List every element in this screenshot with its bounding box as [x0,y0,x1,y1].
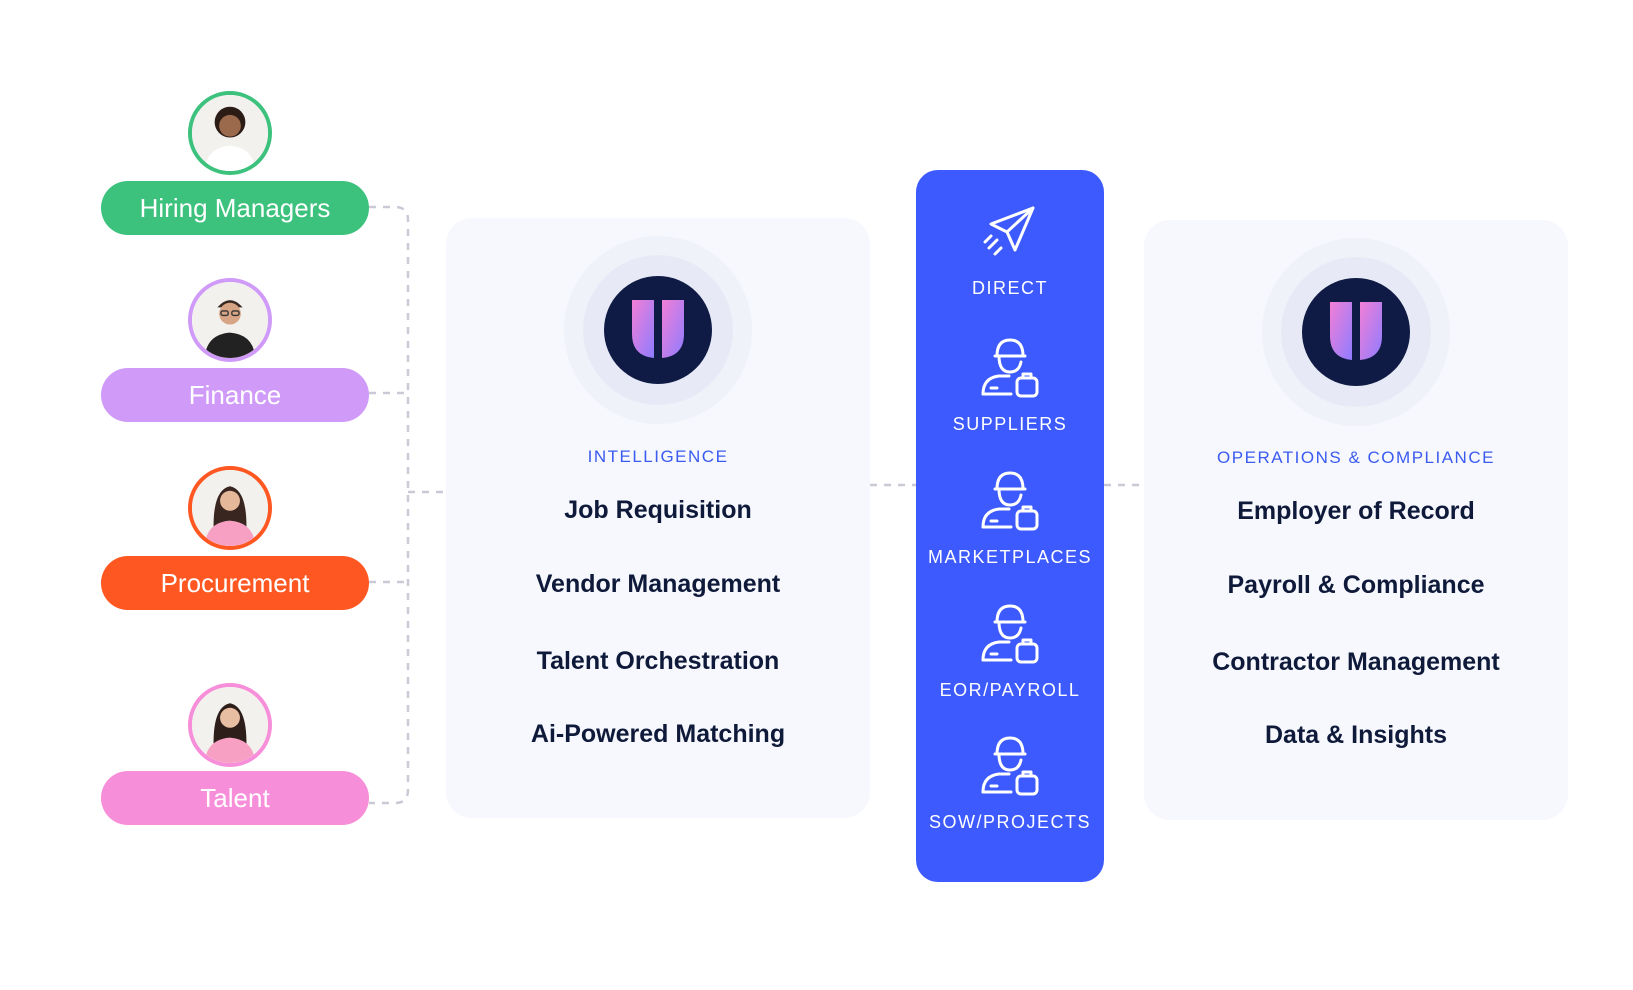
intelligence-item: Talent Orchestration [536,647,780,675]
worker-briefcase-icon [975,730,1045,800]
woman-avatar-icon [188,683,272,767]
talent-pill: Talent [101,771,369,825]
intelligence-item: Vendor Management [535,570,781,598]
u-logo-icon [604,276,712,384]
intelligence-label: INTELLIGENCE [587,447,729,466]
operations-item: Contractor Management [1212,648,1500,676]
channel-label: SOW/PROJECTS [928,812,1091,832]
woman-avatar-icon [188,466,272,550]
worker-briefcase-icon [975,465,1045,535]
worker-briefcase-icon [975,598,1045,668]
operations-panel: OPERATIONS & COMPLIANCE Employer of Reco… [1144,220,1568,820]
channel-label: MARKETPLACES [927,547,1093,567]
channel-label: SUPPLIERS [952,414,1068,434]
man-avatar-icon [188,278,272,362]
persona-bracket-line [369,205,410,805]
operations-item: Employer of Record [1237,497,1475,525]
finance-pill: Finance [101,368,369,422]
channel-label: EOR/PAYROLL [939,680,1081,700]
paper-plane-icon [975,200,1045,270]
u-logo-icon [1302,278,1410,386]
operations-item: Payroll & Compliance [1227,571,1485,599]
intelligence-panel: INTELLIGENCE Job Requisition Vendor Mana… [446,218,870,818]
operations-label: OPERATIONS & COMPLIANCE [1217,448,1495,467]
channels-column: DIRECT SUPPLIERS [916,170,1104,882]
operations-logo-halo [1262,238,1450,426]
procurement-pill: Procurement [101,556,369,610]
hiring-managers-pill: Hiring Managers [101,181,369,235]
intelligence-item: Job Requisition [564,496,752,524]
channel-label: DIRECT [972,278,1048,298]
operations-item: Data & Insights [1265,721,1447,749]
worker-briefcase-icon [975,332,1045,402]
intelligence-logo-halo [564,236,752,424]
woman-avatar-icon [188,91,272,175]
intelligence-item: Ai-Powered Matching [530,720,786,748]
